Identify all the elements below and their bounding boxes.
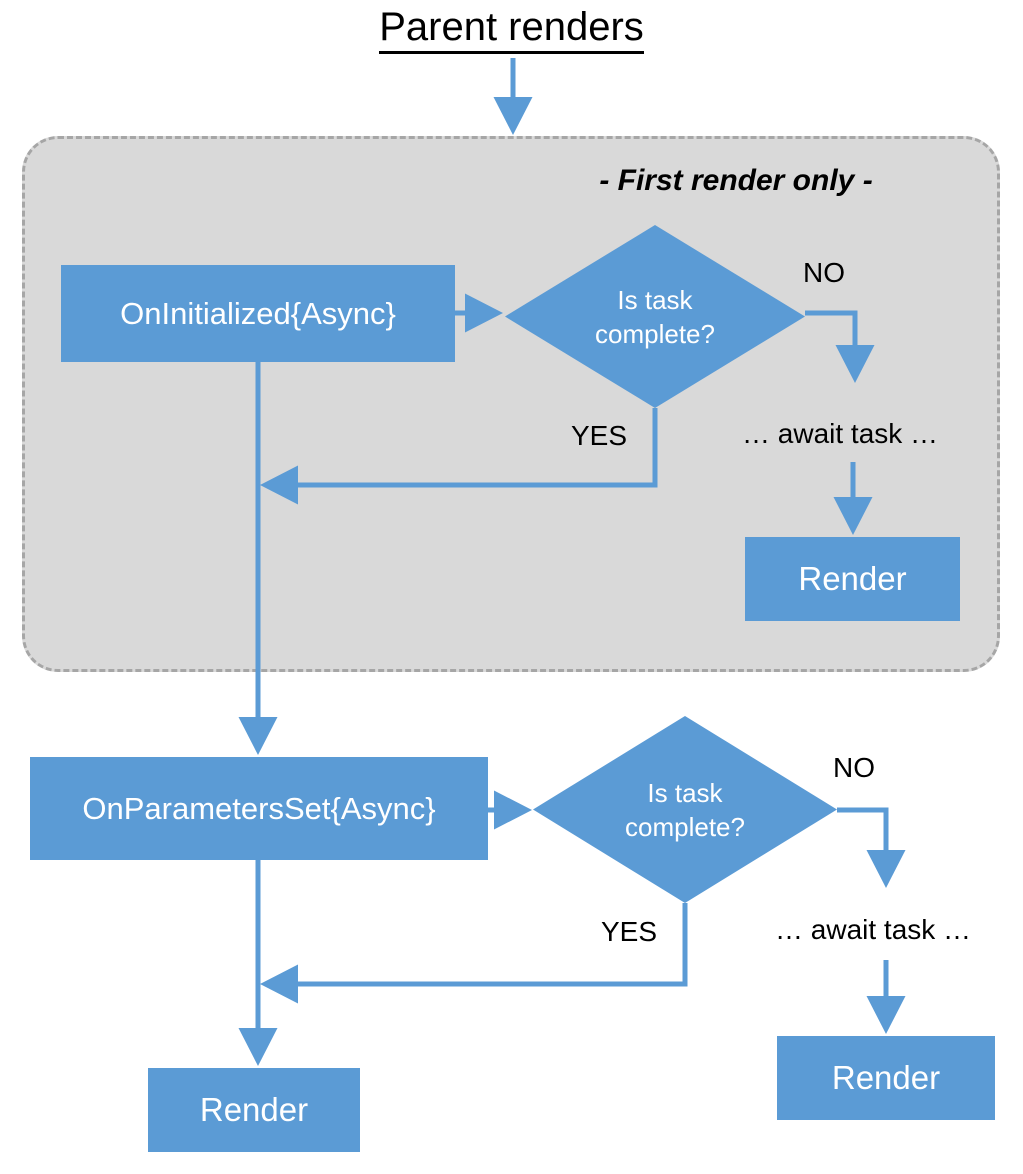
- diamond-shape-icon: [505, 225, 805, 408]
- diamond-shape-icon: [533, 716, 837, 903]
- edge-label-params-yes: YES: [601, 916, 658, 947]
- decision-first-render-task-complete[interactable]: Is task complete?: [505, 225, 805, 408]
- decision-parameters-set-task-complete[interactable]: Is task complete?: [533, 716, 837, 903]
- node-on-initialized[interactable]: OnInitialized{Async}: [61, 265, 455, 362]
- edge-label-params-no: NO: [833, 752, 875, 783]
- edge-label-first-no: NO: [803, 257, 845, 288]
- node-on-parameters-set-label: OnParametersSet{Async}: [82, 790, 436, 826]
- page-title-text: Parent renders: [379, 5, 644, 54]
- node-render-parameters-set-await-label: Render: [831, 1059, 941, 1096]
- node-render-first-await[interactable]: Render: [745, 537, 960, 621]
- node-on-parameters-set[interactable]: OnParametersSet{Async}: [30, 757, 488, 860]
- node-render-first-await-label: Render: [798, 560, 907, 597]
- note-params-await-task: … await task …: [775, 914, 972, 945]
- node-render-parameters-set-await[interactable]: Render: [777, 1036, 995, 1120]
- node-render-parameters-set-yes[interactable]: Render: [148, 1068, 360, 1152]
- node-render-parameters-set-yes-label: Render: [199, 1091, 309, 1128]
- note-first-await-task: … await task …: [742, 418, 939, 449]
- first-render-region-label: - First render only -: [599, 164, 873, 197]
- page-title: Parent renders: [0, 4, 1023, 54]
- edge-label-first-yes: YES: [571, 420, 628, 451]
- node-on-initialized-label: OnInitialized{Async}: [120, 295, 396, 331]
